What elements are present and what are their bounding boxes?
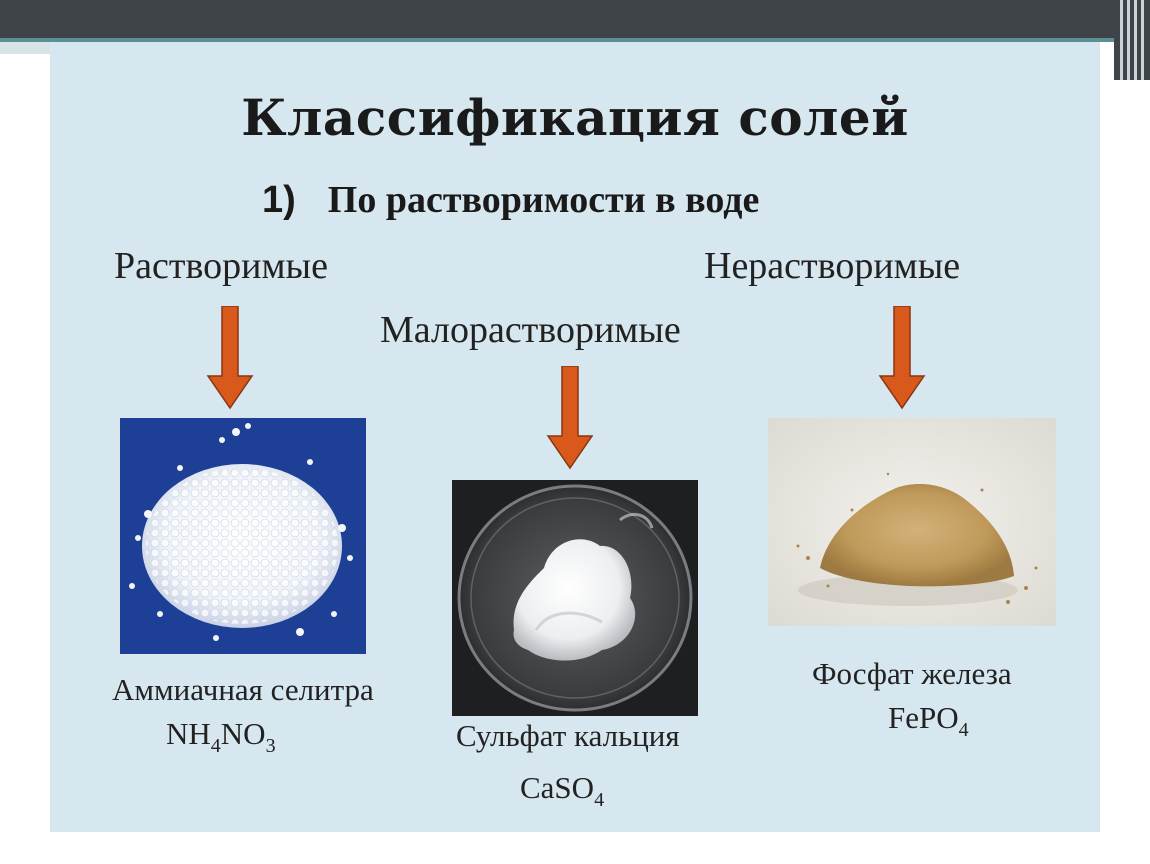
top-accent-line	[0, 38, 1150, 42]
formula-subscript: 4	[594, 789, 605, 811]
subtitle-text: По растворимости в воде	[327, 179, 760, 221]
subtitle-number: 1)	[262, 179, 296, 221]
formula-part: FePO	[888, 700, 959, 735]
label-insoluble: Нерастворимые	[704, 245, 961, 287]
formula-subscript: 3	[265, 735, 276, 757]
formula-subscript: 4	[210, 735, 221, 757]
formula-ammonium-nitrate: NH4NO3	[166, 716, 276, 758]
corner-decoration	[1114, 0, 1150, 80]
caption-calcium-sulfate: Сульфат кальция	[456, 718, 680, 753]
formula-subscript: 4	[958, 719, 969, 741]
caption-ammonium-nitrate: Аммиачная селитра	[112, 672, 374, 707]
iron-phosphate-photo	[768, 418, 1056, 626]
formula-iron-phosphate: FePO4	[888, 700, 969, 742]
arrow-down-icon	[878, 306, 926, 410]
slide-title: Классификация солей	[241, 88, 909, 147]
formula-part: NH	[166, 716, 211, 751]
label-soluble: Растворимые	[114, 245, 328, 287]
top-accent-block	[0, 42, 50, 54]
slide-subtitle: 1) По растворимости в воде	[262, 178, 759, 222]
caption-iron-phosphate: Фосфат железа	[812, 656, 1012, 691]
formula-part: CaSO	[520, 770, 595, 805]
top-bar	[0, 0, 1150, 38]
arrow-down-icon	[206, 306, 254, 410]
label-slightly-soluble: Малорастворимые	[380, 309, 681, 351]
formula-calcium-sulfate: CaSO4	[520, 770, 604, 812]
formula-part: NO	[220, 716, 266, 751]
arrow-down-icon	[546, 366, 594, 470]
ammonium-nitrate-photo	[120, 418, 366, 654]
calcium-sulfate-photo	[452, 480, 698, 716]
